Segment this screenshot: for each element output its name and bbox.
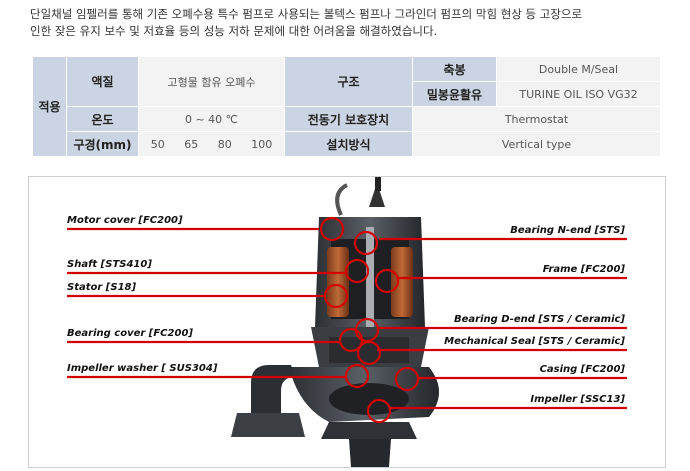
intro-line-2: 인한 잦은 유지 보수 및 저효율 등의 성능 저하 문제에 대한 어려움을 해… [30, 24, 438, 38]
shaft-icon [366, 227, 374, 407]
shaft-seal-label: 축봉 [412, 56, 497, 82]
lubricant-label: 밀봉윤활유 [412, 81, 497, 107]
diameter-100: 100 [251, 137, 273, 151]
temp-value: 0 ~ 40 ℃ [138, 106, 285, 132]
stator-winding-left [327, 247, 349, 317]
diameter-65: 65 [184, 137, 199, 151]
structure-label: 구조 [284, 56, 413, 107]
install-value: Vertical type [412, 131, 661, 157]
applied-header: 적용 [32, 56, 67, 157]
label-frame: Frame [FC200] [542, 264, 625, 275]
liquid-label: 액질 [66, 56, 139, 107]
diameter-label: 구경(mm) [66, 131, 139, 157]
label-impeller-washer: Impeller washer [ SUS304] [67, 363, 218, 374]
diameter-50: 50 [150, 137, 165, 151]
label-impeller: Impeller [SSC13] [530, 394, 625, 405]
intro-line-1: 단일채널 임펠러를 통해 기존 오폐수용 특수 펌프로 사용되는 볼텍스 펌프나… [30, 7, 583, 21]
label-mechanical-seal: Mechanical Seal [STS / Ceramic] [444, 336, 625, 347]
pump-cutaway-diagram: Motor cover [FC200] Shaft [STS410] Stato… [28, 176, 666, 468]
liquid-value: 고형물 함유 오폐수 [138, 56, 285, 107]
stator-winding-right [391, 247, 413, 317]
spec-table: 적용 액질 고형물 함유 오폐수 구조 축봉 Double M/Seal 밀봉윤… [32, 56, 661, 157]
intro-text: 단일채널 임펠러를 통해 기존 오폐수용 특수 펌프로 사용되는 볼텍스 펌프나… [30, 6, 680, 40]
cable-gland-icon [369, 183, 385, 207]
label-stator: Stator [S18] [67, 282, 137, 293]
label-shaft: Shaft [STS410] [67, 259, 152, 270]
diameter-80: 80 [217, 137, 232, 151]
lubricant-value: TURINE OIL ISO VG32 [496, 81, 661, 107]
protection-value: Thermostat [412, 106, 661, 132]
label-motor-cover: Motor cover [FC200] [67, 215, 183, 226]
label-bearing-n-end: Bearing N-end [STS] [510, 225, 625, 236]
label-bearing-cover: Bearing cover [FC200] [67, 328, 193, 339]
install-label: 설치방식 [284, 131, 413, 157]
label-bearing-d-end: Bearing D-end [STS / Ceramic] [453, 314, 625, 325]
label-casing: Casing [FC200] [539, 364, 625, 375]
temp-label: 온도 [66, 106, 139, 132]
shaft-seal-value: Double M/Seal [496, 56, 661, 82]
protection-label: 전동기 보호장치 [284, 106, 413, 132]
diameter-values: 50 65 80 100 [138, 131, 285, 157]
